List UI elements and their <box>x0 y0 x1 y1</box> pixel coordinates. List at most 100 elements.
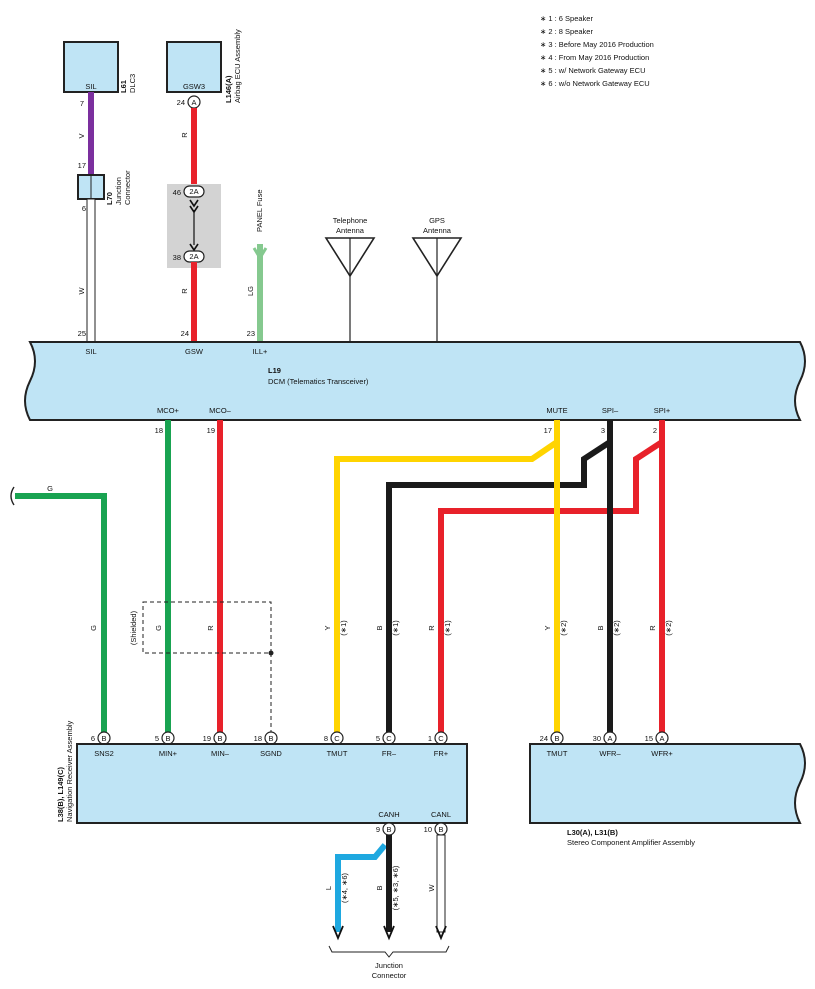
wire-canh-blue <box>332 843 388 941</box>
airbag-pin: 24 <box>177 98 185 107</box>
wire-canl-white <box>435 834 447 941</box>
dlc3-pin: 7 <box>80 99 84 108</box>
l70-code: L70 <box>105 192 114 205</box>
junction-brace: Junction Connector <box>328 945 450 980</box>
nav-term-fr-plus: FR+ <box>434 749 449 758</box>
notes-legend: ∗ 1 : 6 Speaker ∗ 2 : 8 Speaker ∗ 3 : Be… <box>540 14 654 88</box>
amp-pin-wfr-plus: 15 <box>645 734 653 743</box>
nav-term-sgnd: SGND <box>260 749 282 758</box>
airbag-conn-letter: A <box>191 98 196 107</box>
airbag-code: L146(A) <box>224 75 233 103</box>
dcm-term-mco-plus: MCO+ <box>157 406 179 415</box>
nav-pin-tmut: 8 <box>324 734 328 743</box>
nav-name: Navigation Receiver Assembly <box>65 720 74 822</box>
dcm-term-ill: ILL+ <box>253 347 268 356</box>
nav-terminals: B 6 B 5 B 19 B 18 C 8 C 5 C 1 <box>91 731 448 745</box>
wire-label-r-1: R <box>180 132 189 138</box>
amp-code: L30(A), L31(B) <box>567 828 618 837</box>
nav-pin-min-minus: 19 <box>203 734 211 743</box>
nav-term-min-minus: MIN– <box>211 749 230 758</box>
tel-antenna-line2: Antenna <box>336 226 365 235</box>
nav-bottom-terminals: B 9 B 10 <box>376 822 448 836</box>
wire-note-b-can: (∗5, ∗3, ∗6) <box>391 865 400 910</box>
wire-label-v: V <box>77 133 86 138</box>
nav-code: L38(B), L149(C) <box>56 766 65 822</box>
dcm-term-mco-minus: MCO– <box>209 406 231 415</box>
wire-label-r-nav: R <box>427 625 436 631</box>
dcm-pin-18: 18 <box>155 426 163 435</box>
amp-pin-wfr-minus: 30 <box>593 734 601 743</box>
nav-pin-canl: 10 <box>424 825 432 834</box>
wire-note-b-nav: (∗1) <box>391 620 400 636</box>
nav-conn-tmut: C <box>334 734 340 743</box>
wire-note-b-amp: (∗2) <box>612 620 621 636</box>
splice-pin-top: 46 <box>173 188 181 197</box>
amp-conn-tmut: B <box>554 734 559 743</box>
shielded-label: (Shielded) <box>129 610 138 645</box>
dcm-pin-24: 24 <box>181 329 189 338</box>
dcm-term-spi-plus: SPI+ <box>654 406 671 415</box>
nav-pin-fr-plus: 1 <box>428 734 432 743</box>
wire-label-b-nav: B <box>375 625 384 630</box>
wire-label-lg: LG <box>246 286 255 296</box>
nav-conn-min-plus: B <box>165 734 170 743</box>
wire-sns2-green <box>10 486 107 732</box>
nav-conn-fr-plus: C <box>438 734 444 743</box>
tel-antenna-line1: Telephone <box>333 216 368 225</box>
wire-label-l-can: L <box>324 886 333 890</box>
dcm-term-mute: MUTE <box>546 406 567 415</box>
nav-pin-sgnd: 18 <box>254 734 262 743</box>
splice-label-top: 2A <box>189 187 198 196</box>
wire-canh-black <box>383 835 395 941</box>
nav-term-tmut: TMUT <box>327 749 348 758</box>
airbag-ecu-component: GSW3 L146(A) Airbag ECU Assembly A 24 <box>166 29 242 109</box>
dcm-code: L19 <box>268 366 281 375</box>
nav-term-canh: CANH <box>378 810 399 819</box>
dcm-component: SIL GSW ILL+ L19 DCM (Telematics Transce… <box>24 341 806 421</box>
nav-conn-sgnd: B <box>268 734 273 743</box>
l70-name-1: Junction <box>114 177 123 205</box>
wire-note-y-nav: (∗1) <box>339 620 348 636</box>
nav-pin-sns2: 6 <box>91 734 95 743</box>
dcm-pin-3: 3 <box>601 426 605 435</box>
wire-fr-minus-black <box>386 420 613 732</box>
wire-label-g-top: G <box>47 484 53 493</box>
junction-l70: 17 6 L70 Junction Connector <box>77 161 132 213</box>
junction-bottom-line2: Connector <box>372 971 407 980</box>
dcm-pin-23: 23 <box>247 329 255 338</box>
wire-label-y-amp: Y <box>543 625 552 630</box>
nav-term-min-plus: MIN+ <box>159 749 178 758</box>
wire-label-y-nav: Y <box>323 625 332 630</box>
amp-conn-wfr-minus: A <box>607 734 612 743</box>
gps-antenna-line1: GPS <box>429 216 445 225</box>
note-3: ∗ 3 : Before May 2016 Production <box>540 40 654 49</box>
wire-tmut-yellow-nav <box>334 420 560 732</box>
nav-conn-canh: B <box>386 825 391 834</box>
nav-term-canl: CANL <box>431 810 451 819</box>
nav-term-sns2: SNS2 <box>94 749 114 758</box>
gps-antenna-line2: Antenna <box>423 226 452 235</box>
dcm-term-sil: SIL <box>85 347 96 356</box>
dlc3-code: L61 <box>119 80 128 93</box>
dcm-term-spi-minus: SPI– <box>602 406 619 415</box>
shield-box <box>142 601 274 732</box>
dcm-pin-25: 25 <box>78 329 86 338</box>
amp-term-tmut: TMUT <box>547 749 568 758</box>
dlc3-name: DLC3 <box>128 74 137 93</box>
wire-note-r-nav: (∗1) <box>443 620 452 636</box>
wire-label-g-sns2: G <box>89 625 98 631</box>
wire-fr-plus-red <box>438 420 665 732</box>
note-1: ∗ 1 : 6 Speaker <box>540 14 593 23</box>
note-6: ∗ 6 : w/o Network Gateway ECU <box>540 79 650 88</box>
wire-label-r-min: R <box>206 625 215 631</box>
amp-term-wfr-plus: WFR+ <box>651 749 673 758</box>
dcm-pin-17: 17 <box>544 426 552 435</box>
dcm-pin-2: 2 <box>653 426 657 435</box>
wire-note-r-amp: (∗2) <box>664 620 673 636</box>
nav-pin-min-plus: 5 <box>155 734 159 743</box>
wire-label-b-amp: B <box>596 625 605 630</box>
note-5: ∗ 5 : w/ Network Gateway ECU <box>540 66 645 75</box>
amp-component: TMUT WFR– WFR+ <box>529 743 806 824</box>
nav-term-fr-minus: FR– <box>382 749 397 758</box>
splice-2a: 2A 46 2A 38 <box>167 184 221 268</box>
